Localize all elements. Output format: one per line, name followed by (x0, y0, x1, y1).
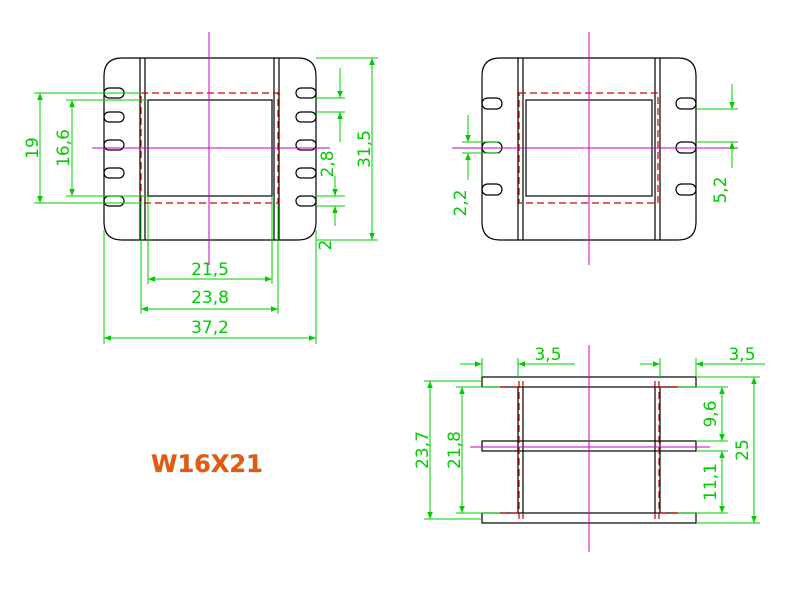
front-view: 19 16,6 31,5 2,8 2 21,5 23,8 37,2 (23, 32, 378, 344)
front-left-slots (103, 87, 125, 207)
dim-19: 19 (23, 137, 43, 159)
dim-31-5: 31,5 (355, 130, 375, 168)
dim-23-8: 23,8 (191, 288, 229, 308)
dim-5-2: 5,2 (711, 176, 731, 203)
front-view-outline (103, 57, 317, 241)
dim-23-7: 23,7 (413, 431, 433, 469)
model-title: W16X21 (151, 450, 263, 478)
dim-2-2: 2,2 (451, 189, 471, 216)
dim-2: 2 (316, 240, 336, 251)
dim-11-1: 11,1 (701, 463, 721, 501)
dim-2-8: 2,8 (318, 150, 338, 177)
front-right-slots (295, 87, 317, 207)
dim-21-8: 21,8 (445, 431, 465, 469)
dim-3-5-right: 3,5 (728, 345, 755, 365)
dim-3-5-left: 3,5 (534, 345, 561, 365)
dim-9-6: 9,6 (701, 400, 721, 427)
dim-21-5: 21,5 (191, 260, 229, 280)
back-view: 2,2 5,2 (451, 32, 738, 265)
dim-25: 25 (733, 439, 753, 461)
dim-37-2: 37,2 (191, 318, 229, 338)
side-view: 3,5 3,5 23,7 21,8 9,6 11,1 25 (413, 345, 765, 552)
dim-16-6: 16,6 (54, 129, 74, 167)
side-hidden-right (658, 381, 678, 519)
back-view-outline (481, 57, 697, 241)
side-hidden-left (500, 381, 520, 519)
